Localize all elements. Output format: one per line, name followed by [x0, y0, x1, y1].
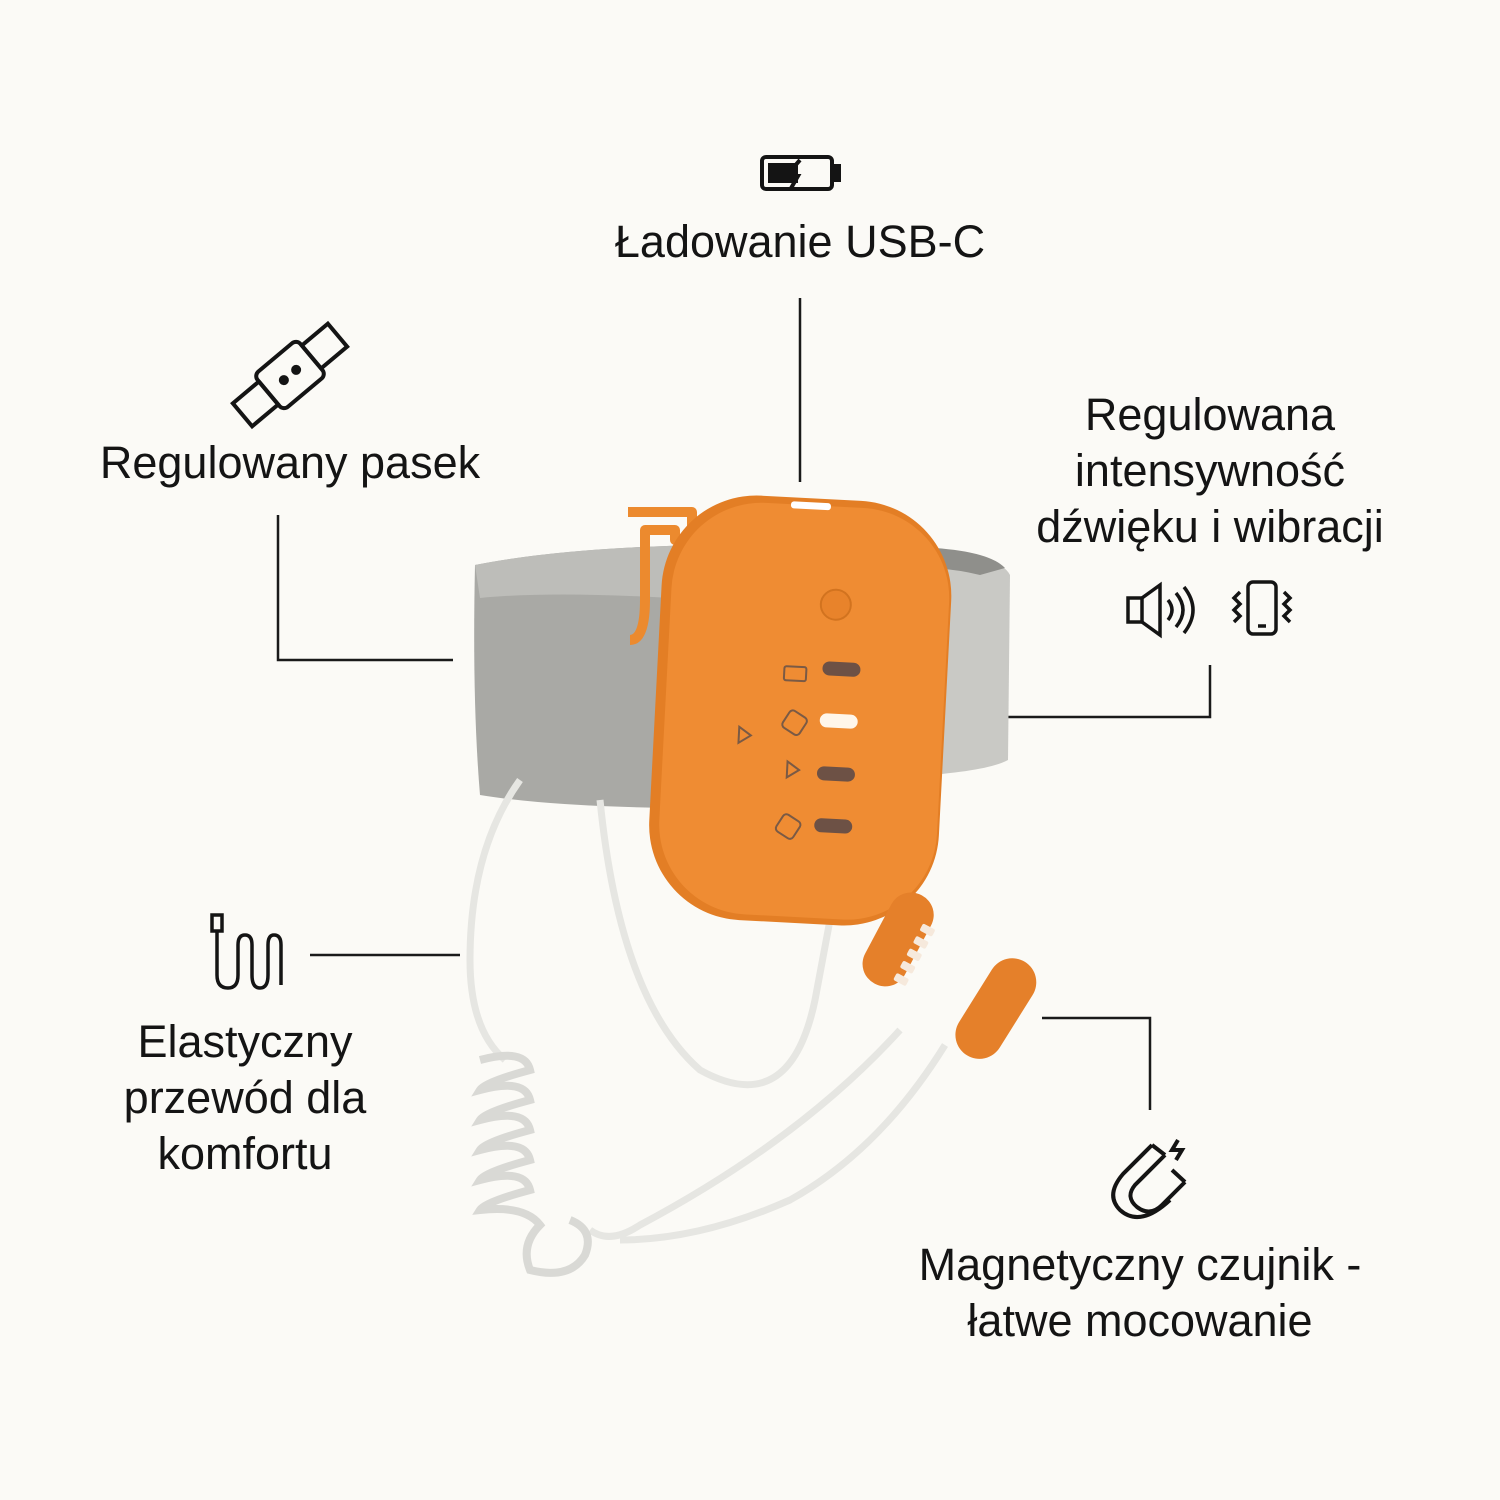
battery-charging-icon [760, 155, 841, 191]
intensity-label: Regulowana intensywność dźwięku i wibrac… [1036, 387, 1384, 555]
power-button [819, 588, 852, 621]
adjustable-strap-label: Regulowany pasek [99, 437, 481, 488]
cable-label-line: komfortu [157, 1128, 333, 1179]
intensity-label-line: dźwięku i wibracji [1036, 501, 1384, 552]
intensity-label-line: Regulowana [1084, 389, 1336, 440]
phone-vibrate-icon [1231, 580, 1293, 636]
watch-strap-icon [230, 320, 350, 430]
flexible-cable-label: Elastyczny przewód dla komfortu [124, 1014, 367, 1182]
coiled-cable [471, 1051, 592, 1277]
magnetic-sensor-label: Magnetyczny czujnik - łatwe mocowanie [919, 1237, 1362, 1349]
magnet-callout-line [1042, 1016, 1152, 1110]
cable [466, 777, 948, 1244]
cable-label-line: przewód dla [123, 1072, 367, 1123]
cable-label-line: Elastyczny [137, 1016, 353, 1067]
coiled-cable-icon [210, 913, 283, 990]
strap-callout-line [276, 515, 453, 662]
magnetic-sensor [862, 892, 1037, 1059]
control-unit [649, 495, 952, 926]
magnet-icon [1111, 1138, 1187, 1220]
magnet-label-line: Magnetyczny czujnik - [918, 1239, 1362, 1290]
magnet-label-line: łatwe mocowanie [967, 1295, 1313, 1346]
intensity-label-line: intensywność [1074, 445, 1346, 496]
usb-charging-label: Ładowanie USB-C [614, 216, 986, 267]
product-illustration [466, 495, 1037, 1277]
speaker-icon [1126, 581, 1195, 639]
